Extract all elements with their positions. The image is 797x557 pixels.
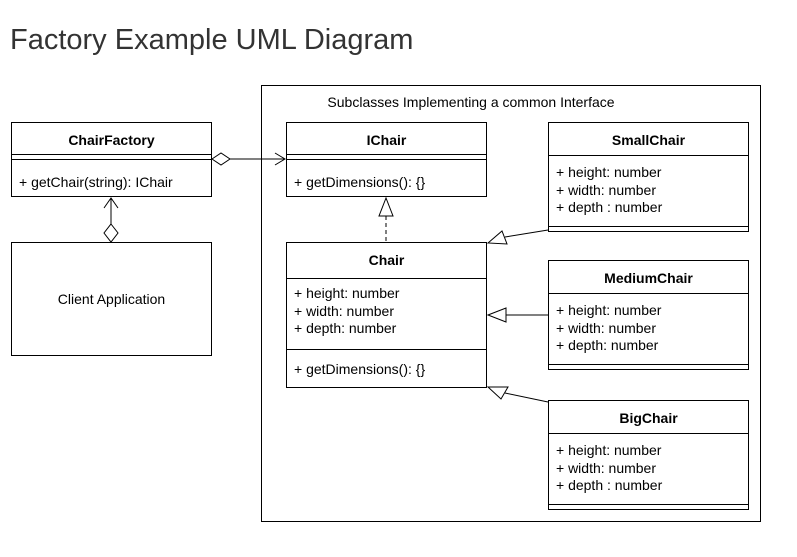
hollow-triangle-icon [486, 307, 507, 323]
hollow-triangle-icon [486, 386, 509, 400]
small-chair-attributes: + height: number + width: number + depth… [556, 164, 662, 217]
chair-factory-class: ChairFactory + getChair(string): IChair [11, 122, 212, 197]
ichair-interface: IChair + getDimensions(): {} [286, 122, 487, 197]
attribute-width: + width: number [556, 319, 656, 336]
hollow-triangle-icon [378, 196, 394, 217]
diagram-title: Factory Example UML Diagram [10, 24, 414, 56]
medium-chair-name: MediumChair [604, 270, 693, 286]
big-chair-name: BigChair [619, 410, 678, 426]
small-chair-separator [549, 226, 748, 227]
attribute-height: + height: number [294, 285, 400, 301]
subclasses-group-frame [261, 85, 761, 522]
big-chair-inheritance-line [504, 392, 549, 403]
aggregation-diamond-icon [211, 152, 231, 166]
chair-class: Chair + height: number + width: number +… [286, 242, 487, 388]
chair-attributes: + height: number + width: number + depth… [294, 285, 399, 338]
small-chair-separator [549, 155, 748, 156]
attribute-depth: + depth: number [556, 337, 659, 353]
subclasses-group-label: Subclasses Implementing a common Interfa… [327, 94, 615, 110]
medium-chair-class: MediumChair + height: number + width: nu… [548, 260, 749, 370]
client-application-label: Client Application [57, 291, 166, 307]
medium-chair-separator [549, 293, 748, 294]
attribute-width: + width: number [556, 181, 656, 198]
chair-factory-separator [12, 154, 211, 155]
method-get-chair: + getChair(string): IChair [19, 174, 173, 190]
attribute-height: + height: number [556, 164, 662, 180]
attribute-depth: + depth : number [556, 199, 663, 215]
small-chair-class: SmallChair + height: number + width: num… [548, 122, 749, 232]
ichair-separator [287, 154, 486, 155]
chair-separator [287, 349, 486, 350]
aggregation-diamond-icon [103, 223, 119, 243]
medium-chair-separator [549, 364, 748, 365]
chair-separator [287, 278, 486, 279]
attribute-width: + width: number [294, 302, 394, 319]
chair-methods: + getDimensions(): {} [294, 361, 425, 379]
small-chair-inheritance-line [504, 229, 549, 238]
attribute-depth: + depth : number [556, 477, 663, 493]
method-get-dimensions: + getDimensions(): {} [294, 174, 426, 190]
medium-chair-attributes: + height: number + width: number + depth… [556, 302, 661, 355]
small-chair-name: SmallChair [611, 132, 686, 148]
big-chair-attributes: + height: number + width: number + depth… [556, 442, 662, 495]
chair-factory-separator [12, 159, 211, 160]
attribute-depth: + depth: number [294, 320, 397, 336]
client-application-box: Client Application [11, 242, 212, 356]
big-chair-separator [549, 504, 748, 505]
chair-name: Chair [368, 252, 405, 268]
attribute-height: + height: number [556, 302, 662, 318]
ichair-methods: + getDimensions(): {} [294, 174, 425, 192]
ichair-name: IChair [366, 132, 407, 148]
method-get-dimensions: + getDimensions(): {} [294, 361, 426, 377]
chair-factory-name: ChairFactory [68, 132, 155, 148]
open-arrow-icon [274, 152, 286, 166]
big-chair-class: BigChair + height: number + width: numbe… [548, 400, 749, 510]
open-arrow-icon [103, 197, 119, 209]
big-chair-separator [549, 433, 748, 434]
hollow-triangle-icon [486, 230, 508, 245]
attribute-width: + width: number [556, 459, 656, 476]
ichair-separator [287, 159, 486, 160]
attribute-height: + height: number [556, 442, 662, 458]
chair-factory-methods: + getChair(string): IChair [19, 174, 173, 192]
